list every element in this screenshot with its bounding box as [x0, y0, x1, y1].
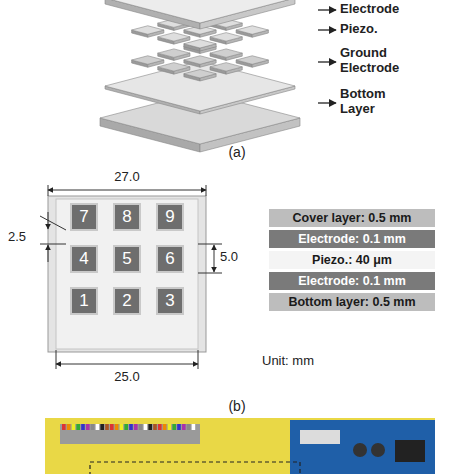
- node-text: Electrode: 0.1 mm: [298, 232, 406, 246]
- node-text: 9: [165, 207, 174, 227]
- node-text: Cover layer: 0.5 mm: [293, 211, 412, 225]
- layer-label: Piezo.: [340, 22, 460, 37]
- node-text: 7: [79, 207, 88, 227]
- sensor-cell: 6: [156, 245, 184, 273]
- dimension-label: Unit: mm: [262, 354, 314, 369]
- node-text: 5: [122, 249, 131, 269]
- layer-label: Electrode: [340, 2, 460, 17]
- sensor-cell: 7: [70, 203, 98, 231]
- pointer-arrows: [318, 10, 336, 103]
- panel-label: (a): [228, 144, 245, 160]
- node-text: Piezo.: 40 μm: [312, 253, 392, 267]
- panel-label: (b): [228, 398, 245, 414]
- node-text: 6: [165, 249, 174, 269]
- node-text: 4: [79, 249, 88, 269]
- node-text: 1: [79, 291, 88, 311]
- sensor-cell: 2: [113, 287, 141, 315]
- exploded-layers: [100, 0, 300, 152]
- sensor-cell: 5: [113, 245, 141, 273]
- outer-substrate: [48, 196, 206, 352]
- dimension-lines: [40, 185, 222, 369]
- node-text: 8: [122, 207, 131, 227]
- sensor-cell: 3: [156, 287, 184, 315]
- layer-row: Bottom layer: 0.5 mm: [268, 292, 436, 312]
- layer-row: Electrode: 0.1 mm: [268, 271, 436, 291]
- dimension-label: 25.0: [111, 370, 142, 385]
- layer-row: Cover layer: 0.5 mm: [268, 208, 436, 228]
- sensor-cell: 1: [70, 287, 98, 315]
- layer-row: Electrode: 0.1 mm: [268, 229, 436, 249]
- sensor-cell: 8: [113, 203, 141, 231]
- node-text: 3: [165, 291, 174, 311]
- sensor-cell: 4: [70, 245, 98, 273]
- layer-row: Piezo.: 40 μm: [268, 250, 436, 270]
- layer-label: Ground Electrode: [340, 46, 415, 76]
- dimension-label: 5.0: [220, 250, 238, 265]
- node-text: Electrode: 0.1 mm: [298, 274, 406, 288]
- photo: [45, 418, 435, 474]
- dimension-label: 2.5: [8, 230, 26, 245]
- sensor-cell: 9: [156, 203, 184, 231]
- node-text: 2: [122, 291, 131, 311]
- dimension-label: 27.0: [111, 170, 142, 185]
- node-text: Bottom layer: 0.5 mm: [288, 295, 415, 309]
- inner-area: [56, 199, 198, 349]
- layer-label: Bottom Layer: [340, 87, 415, 117]
